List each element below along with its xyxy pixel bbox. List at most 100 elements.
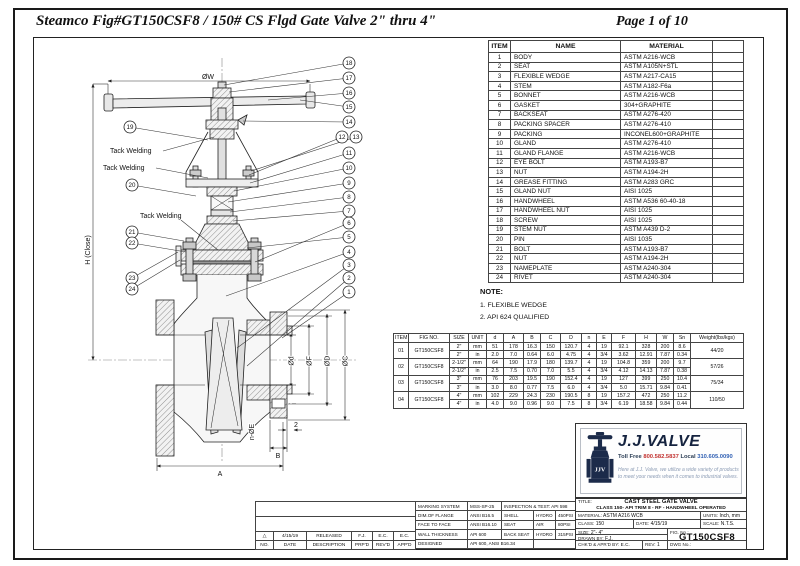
material-cell: MATERIAL: ASTM A216 WCB <box>576 512 701 520</box>
dims-value: 4 <box>581 358 597 368</box>
dims-value: 7.5 <box>560 399 582 409</box>
note-item: 2. API 624 QUALIFIED <box>480 314 550 321</box>
dims-value: 3/4 <box>596 366 612 376</box>
sheet-title: Steamco Fig#GT150CSF8 / 150# CS Flgd Gat… <box>36 13 437 29</box>
gland-flange <box>185 178 259 188</box>
outlet-flange-top <box>269 311 288 336</box>
part-extra <box>712 71 744 82</box>
revision-appd: E.C. <box>393 531 416 541</box>
revision-revd: E.C. <box>372 531 394 541</box>
dims-value: 152.4 <box>560 374 582 384</box>
dims-value: 229 <box>503 391 524 401</box>
callout-number: 16 <box>346 90 353 97</box>
part-name: HANDWHEEL <box>510 195 621 207</box>
parts-header-cell: NAME <box>510 40 621 53</box>
callout-balloon-8 <box>342 190 356 204</box>
callout-leader <box>228 77 350 93</box>
callout-number: 8 <box>347 194 351 201</box>
gasket <box>187 260 257 265</box>
title-block: TITLE: CAST STEEL GATE VALVE CLASS 150- … <box>575 497 747 550</box>
dims-header-cell: UNIT <box>468 333 487 343</box>
dims-value: 5.0 <box>611 382 636 393</box>
part-name: SEAT <box>510 61 621 73</box>
callout-balloon-19 <box>123 120 137 134</box>
part-name: PIN <box>510 234 621 245</box>
dims-value: 18.58 <box>635 399 657 409</box>
flange-bolt-hole <box>271 398 286 409</box>
callout-leader <box>299 99 350 108</box>
part-material: ASTM A276-420 <box>620 109 713 121</box>
part-extra <box>712 157 744 169</box>
callout-number: 14 <box>346 119 353 126</box>
part-name: BODY <box>510 52 621 63</box>
revision-table: △ 4/15/19 RELEASED F.J. E.C. E.C. NO. DA… <box>255 501 416 550</box>
dims-value: 157.2 <box>611 391 636 401</box>
title-cell: TITLE: CAST STEEL GATE VALVE CLASS 150- … <box>576 498 746 512</box>
dims-weight: 110/50 <box>690 391 744 409</box>
part-item: 20 <box>488 234 511 245</box>
grease-fitting <box>237 114 248 126</box>
part-material: ASTM A216-WCB <box>620 147 713 159</box>
callout-balloon-3 <box>342 258 356 272</box>
dims-value: 0.44 <box>673 399 691 409</box>
bonnet-nut-right-top <box>247 241 262 250</box>
dims-value: 8.0 <box>503 382 524 393</box>
part-item: 11 <box>488 147 511 159</box>
dims-value: 11.2 <box>673 391 691 401</box>
callout-leader <box>250 136 357 172</box>
dims-value: 19 <box>596 358 612 368</box>
dim-label: ØF <box>307 356 314 366</box>
part-item: 7 <box>488 109 511 121</box>
dims-header-cell: Weight(lbs/kgs) <box>690 333 744 343</box>
dims-header-cell: C <box>540 333 561 343</box>
dims-value: mm <box>468 358 487 368</box>
fig-no-cell: FIG. No.: GT150CSF8 <box>668 529 746 541</box>
part-item: 16 <box>488 195 511 207</box>
revision-header-row: NO. DATE DESCRIPTION PRP'D REV'D APP'D <box>255 540 416 550</box>
callout-balloon-20 <box>125 178 139 192</box>
part-item: 3 <box>488 71 511 82</box>
dims-item: 04 <box>393 391 409 409</box>
dims-value: 4.12 <box>611 366 636 376</box>
part-name: GASKET <box>510 99 621 111</box>
logo-block: JJV J.J.VALVE Toll Free 800.582.5837 Loc… <box>575 423 747 499</box>
part-extra <box>712 205 744 217</box>
dims-value: 3" <box>449 374 469 384</box>
dim-label: H (Close) <box>85 235 92 265</box>
dims-value: 0.41 <box>673 382 691 393</box>
units-cell: UNITS: Inch, mm <box>701 512 746 520</box>
raised-face-bottom <box>286 384 293 395</box>
callout-balloon-15 <box>342 100 356 114</box>
part-material: ASTM A439 D-2 <box>620 224 713 236</box>
part-extra <box>712 195 744 207</box>
dims-value: 24.3 <box>523 391 541 401</box>
part-item: 1 <box>488 52 511 63</box>
dims-value: 0.34 <box>673 350 691 360</box>
local-number: 310.605.0090 <box>697 454 733 460</box>
dims-value: 0.64 <box>523 350 541 360</box>
eye-bolt-nut-right <box>242 169 255 177</box>
dims-value: in <box>468 399 487 409</box>
part-name: GLAND <box>510 138 621 149</box>
dim-label: A <box>218 471 223 478</box>
part-extra <box>712 61 744 73</box>
dims-fig: GT150CSF8 <box>408 341 450 360</box>
dims-value: 4 <box>581 341 597 352</box>
part-extra <box>712 80 744 92</box>
callout-leader <box>225 251 350 297</box>
dims-value: 3.0 <box>486 382 504 393</box>
part-extra <box>712 147 744 159</box>
callout-leader <box>267 92 350 101</box>
drawing-frame <box>33 37 764 550</box>
